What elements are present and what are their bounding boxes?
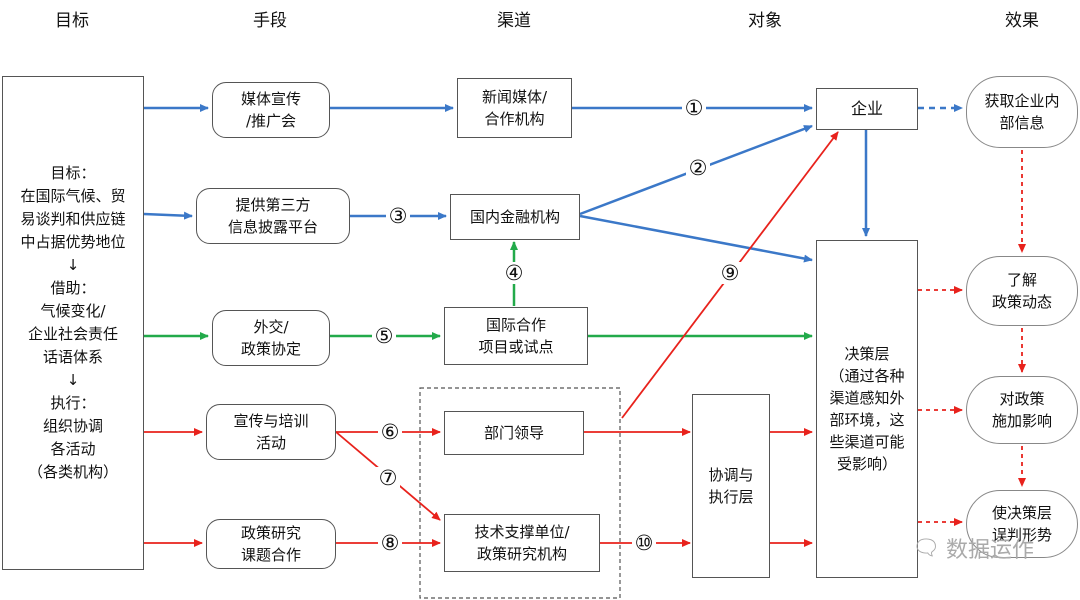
chat-bubble-icon: 🗨 (912, 535, 940, 561)
num-6: ⑥ (378, 421, 402, 443)
effect-policy-trends: 了解 政策动态 (966, 256, 1078, 326)
num-7: ⑦ (376, 467, 400, 489)
coordination-layer: 协调与 执行层 (692, 394, 770, 578)
means-media-promotion: 媒体宣传 /推广会 (212, 82, 330, 138)
means-diplomacy: 外交/ 政策协定 (212, 310, 330, 366)
means-training: 宣传与培训 活动 (206, 404, 336, 460)
channel-intl-cooperation: 国际合作 项目或试点 (444, 307, 588, 365)
header-goal: 目标 (55, 11, 89, 31)
goal-box: 目标： 在国际气候、贸 易谈判和供应链 中占据优势地位 ↓ 借助： 气候变化/ … (2, 76, 144, 570)
header-target: 对象 (748, 11, 782, 31)
effect-influence-policy: 对政策 施加影响 (966, 376, 1078, 444)
target-enterprise: 企业 (816, 88, 918, 130)
num-1: ① (682, 97, 706, 119)
channel-domestic-finance: 国内金融机构 (450, 194, 580, 240)
target-decision-layer: 决策层 （通过各种 渠道感知外 部环境，这 些渠道可能 受影响） (816, 240, 918, 578)
watermark: 🗨 数据运作 (912, 532, 1034, 564)
num-2: ② (686, 157, 710, 179)
num-4: ④ (502, 262, 526, 284)
header-channel: 渠道 (497, 11, 531, 31)
num-8: ⑧ (378, 532, 402, 554)
num-9: ⑨ (718, 262, 742, 284)
num-3: ③ (386, 205, 410, 227)
channel-news-media: 新闻媒体/ 合作机构 (457, 78, 572, 138)
means-policy-research: 政策研究 课题合作 (206, 519, 336, 569)
effect-internal-info: 获取企业内 部信息 (966, 76, 1078, 148)
channel-tech-support: 技术支撑单位/ 政策研究机构 (444, 514, 600, 572)
means-disclosure-platform: 提供第三方 信息披露平台 (196, 188, 350, 244)
effect-misjudge: 使决策层 误判形势 (966, 490, 1078, 558)
header-means: 手段 (253, 11, 287, 31)
num-10: ⑩ (632, 532, 656, 554)
channel-dept-leaders: 部门领导 (444, 411, 584, 455)
watermark-text: 数据运作 (945, 538, 1034, 563)
num-5: ⑤ (372, 325, 396, 347)
header-effect: 效果 (1005, 11, 1039, 31)
